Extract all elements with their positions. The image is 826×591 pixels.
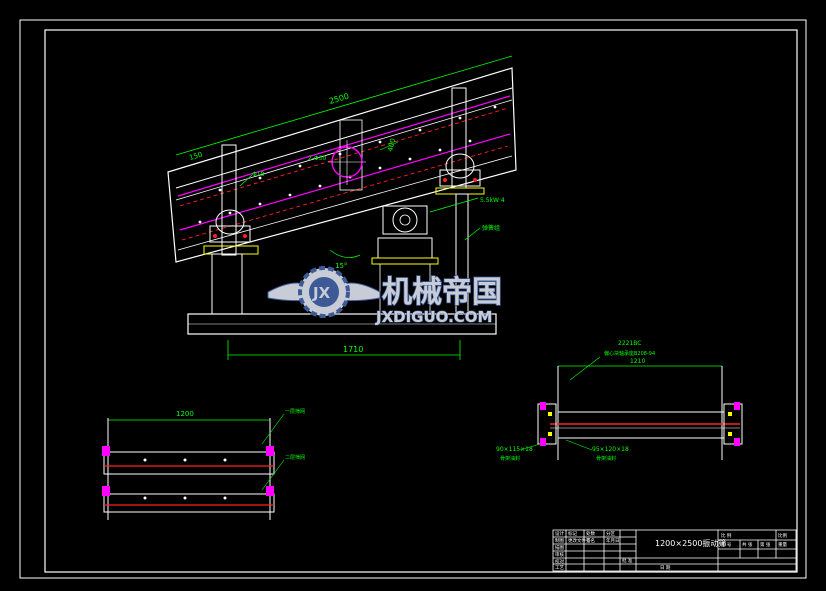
callout-spring: 弹簧组 bbox=[482, 224, 500, 232]
lower-deck-line bbox=[179, 133, 511, 231]
tb-left-row-5: 工艺 bbox=[555, 565, 564, 571]
tb-scale: 比 例 bbox=[721, 532, 732, 539]
callout-left-bearing-sub: 骨架油封 bbox=[500, 455, 520, 462]
callout-mid-bearing: 95×120×18 bbox=[592, 446, 629, 453]
screen-box-outline bbox=[167, 67, 517, 263]
dim-offset: 150 bbox=[188, 151, 203, 162]
dim-span: 1710 bbox=[343, 345, 363, 354]
watermark-brand-en: JXDIGUO.COM bbox=[375, 308, 492, 326]
callout-screen-upper: 一层筛网 bbox=[285, 408, 305, 415]
tb-extra-4: 签名 bbox=[586, 537, 595, 544]
upper-deck-line bbox=[177, 95, 511, 197]
callout-screen-lower: 二层筛网 bbox=[285, 454, 305, 461]
dim-spring-dia: Φ18 bbox=[252, 171, 265, 178]
tb-left-row-0: 设计 bbox=[555, 530, 564, 537]
tb-extra-1: 处数 bbox=[586, 530, 595, 537]
tb-bottom-mid: 日 期 bbox=[660, 565, 671, 571]
tb-left-row-1: 制图 bbox=[555, 537, 564, 544]
tb-left-row-2: 描图 bbox=[555, 544, 564, 551]
right-spring-assembly bbox=[435, 153, 485, 195]
callout-mid-bearing-sub: 骨架油封 bbox=[596, 455, 616, 462]
dim-angle: 15° bbox=[335, 262, 347, 270]
tb-left-row-4: 校对 bbox=[555, 558, 564, 565]
left-support-leg bbox=[211, 253, 243, 315]
outer-border bbox=[19, 19, 807, 579]
tb-extra-3: 更改文件号 bbox=[568, 537, 591, 544]
dim-width: 1200 bbox=[176, 410, 194, 418]
watermark-logo: JX 机械帝国 JXDIGUO.COM bbox=[267, 266, 503, 327]
callout-left-bearing: 90×115×18 bbox=[496, 446, 533, 453]
logo-mark: JX bbox=[312, 284, 331, 302]
dim-400: 400 bbox=[386, 138, 397, 153]
tb-left-row-3: 审核 bbox=[555, 551, 564, 558]
motor-assembly bbox=[371, 205, 439, 314]
drawing-title: 1200×2500振动筛 bbox=[655, 538, 726, 548]
tb-extra-5: 年月日 bbox=[606, 537, 620, 544]
callout-motor: 5.5kW·4 bbox=[480, 197, 505, 204]
title-block bbox=[552, 529, 797, 572]
shaft-section-view: 2221BC 1210 偏心块轴承座B208-94 90×115×18 骨架油封… bbox=[496, 340, 743, 462]
tb-right-1: 共 张 bbox=[742, 541, 753, 548]
tb-right-2: 第 张 bbox=[760, 541, 771, 548]
tb-right-3: 重量 bbox=[778, 541, 787, 548]
dim-outer: 2221BC bbox=[618, 340, 641, 347]
tb-extra-0: 标记 bbox=[568, 530, 577, 537]
watermark-brand-cn: 机械帝国 bbox=[382, 275, 502, 310]
side-view: 2500 150 1710 15° 400 2-Φ30 Φ18 5.5kW·4 … bbox=[167, 55, 517, 360]
callout-shaft: 偏心块轴承座B208-94 bbox=[604, 350, 655, 357]
front-view: 1200 一层筛网 二层筛网 bbox=[102, 408, 305, 520]
drawing-frame bbox=[44, 29, 798, 573]
dim-length: 2500 bbox=[328, 92, 350, 106]
dim-hole: 2-Φ30 bbox=[308, 155, 327, 162]
tb-extra-2: 分区 bbox=[606, 530, 615, 537]
dim-inner: 1210 bbox=[630, 358, 645, 365]
tb-right-0: 图 号 bbox=[721, 542, 732, 548]
tb-bottom-left: 批 准 bbox=[622, 557, 633, 564]
tb-right-4: 比例 bbox=[778, 532, 787, 539]
